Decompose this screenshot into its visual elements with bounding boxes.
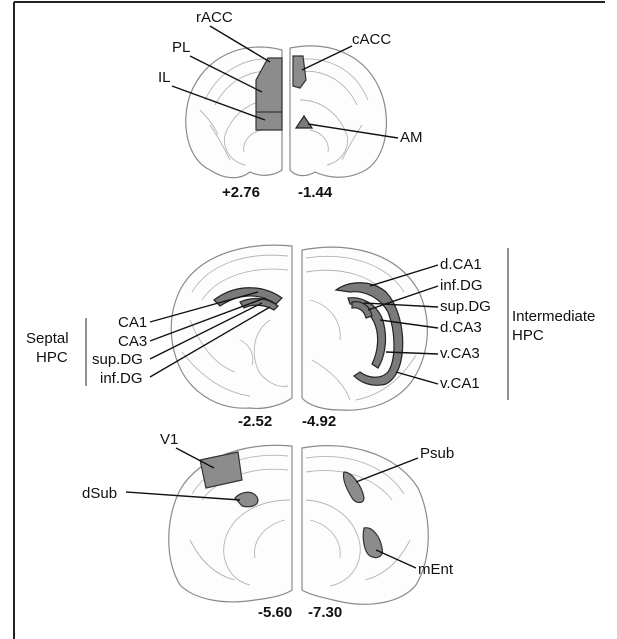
label-CA3-septal: CA3 [118, 333, 147, 350]
label-cACC: cACC [352, 31, 391, 48]
label-dCA3: d.CA3 [440, 319, 482, 336]
label-AM: AM [400, 129, 423, 146]
region-cACC [293, 56, 306, 88]
group-intermediate-line1: Intermediate [512, 308, 595, 325]
label-mEnt: mEnt [418, 561, 454, 578]
label-dCA1: d.CA1 [440, 256, 482, 273]
label-Psub: Psub [420, 445, 454, 462]
coordinate-label-1: +2.76 [222, 184, 260, 201]
group-intermediate-line2: HPC [512, 327, 544, 344]
section-posterior-right [302, 446, 428, 605]
label-dSub: dSub [82, 485, 117, 502]
label-CA1-septal: CA1 [118, 314, 147, 331]
label-infDG-septal: inf.DG [100, 370, 143, 387]
label-infDG-intermediate: inf.DG [440, 277, 483, 294]
group-septal-line2: HPC [36, 349, 68, 366]
label-supDG-intermediate: sup.DG [440, 298, 491, 315]
section-intermediate-hippocampus [302, 247, 427, 410]
coordinate-label-3: -2.52 [238, 413, 272, 430]
coordinate-label-6: -7.30 [308, 604, 342, 621]
label-IL: IL [158, 69, 171, 86]
coordinate-label-2: -1.44 [298, 184, 333, 201]
label-supDG-septal: sup.DG [92, 351, 143, 368]
group-septal-line1: Septal [26, 330, 69, 347]
label-V1: V1 [160, 431, 178, 448]
coordinate-label-5: -5.60 [258, 604, 292, 621]
label-rACC: rACC [196, 9, 233, 26]
label-PL: PL [172, 39, 190, 56]
coordinate-label-4: -4.92 [302, 413, 336, 430]
label-vCA1: v.CA1 [440, 375, 480, 392]
label-vCA3: v.CA3 [440, 345, 480, 362]
